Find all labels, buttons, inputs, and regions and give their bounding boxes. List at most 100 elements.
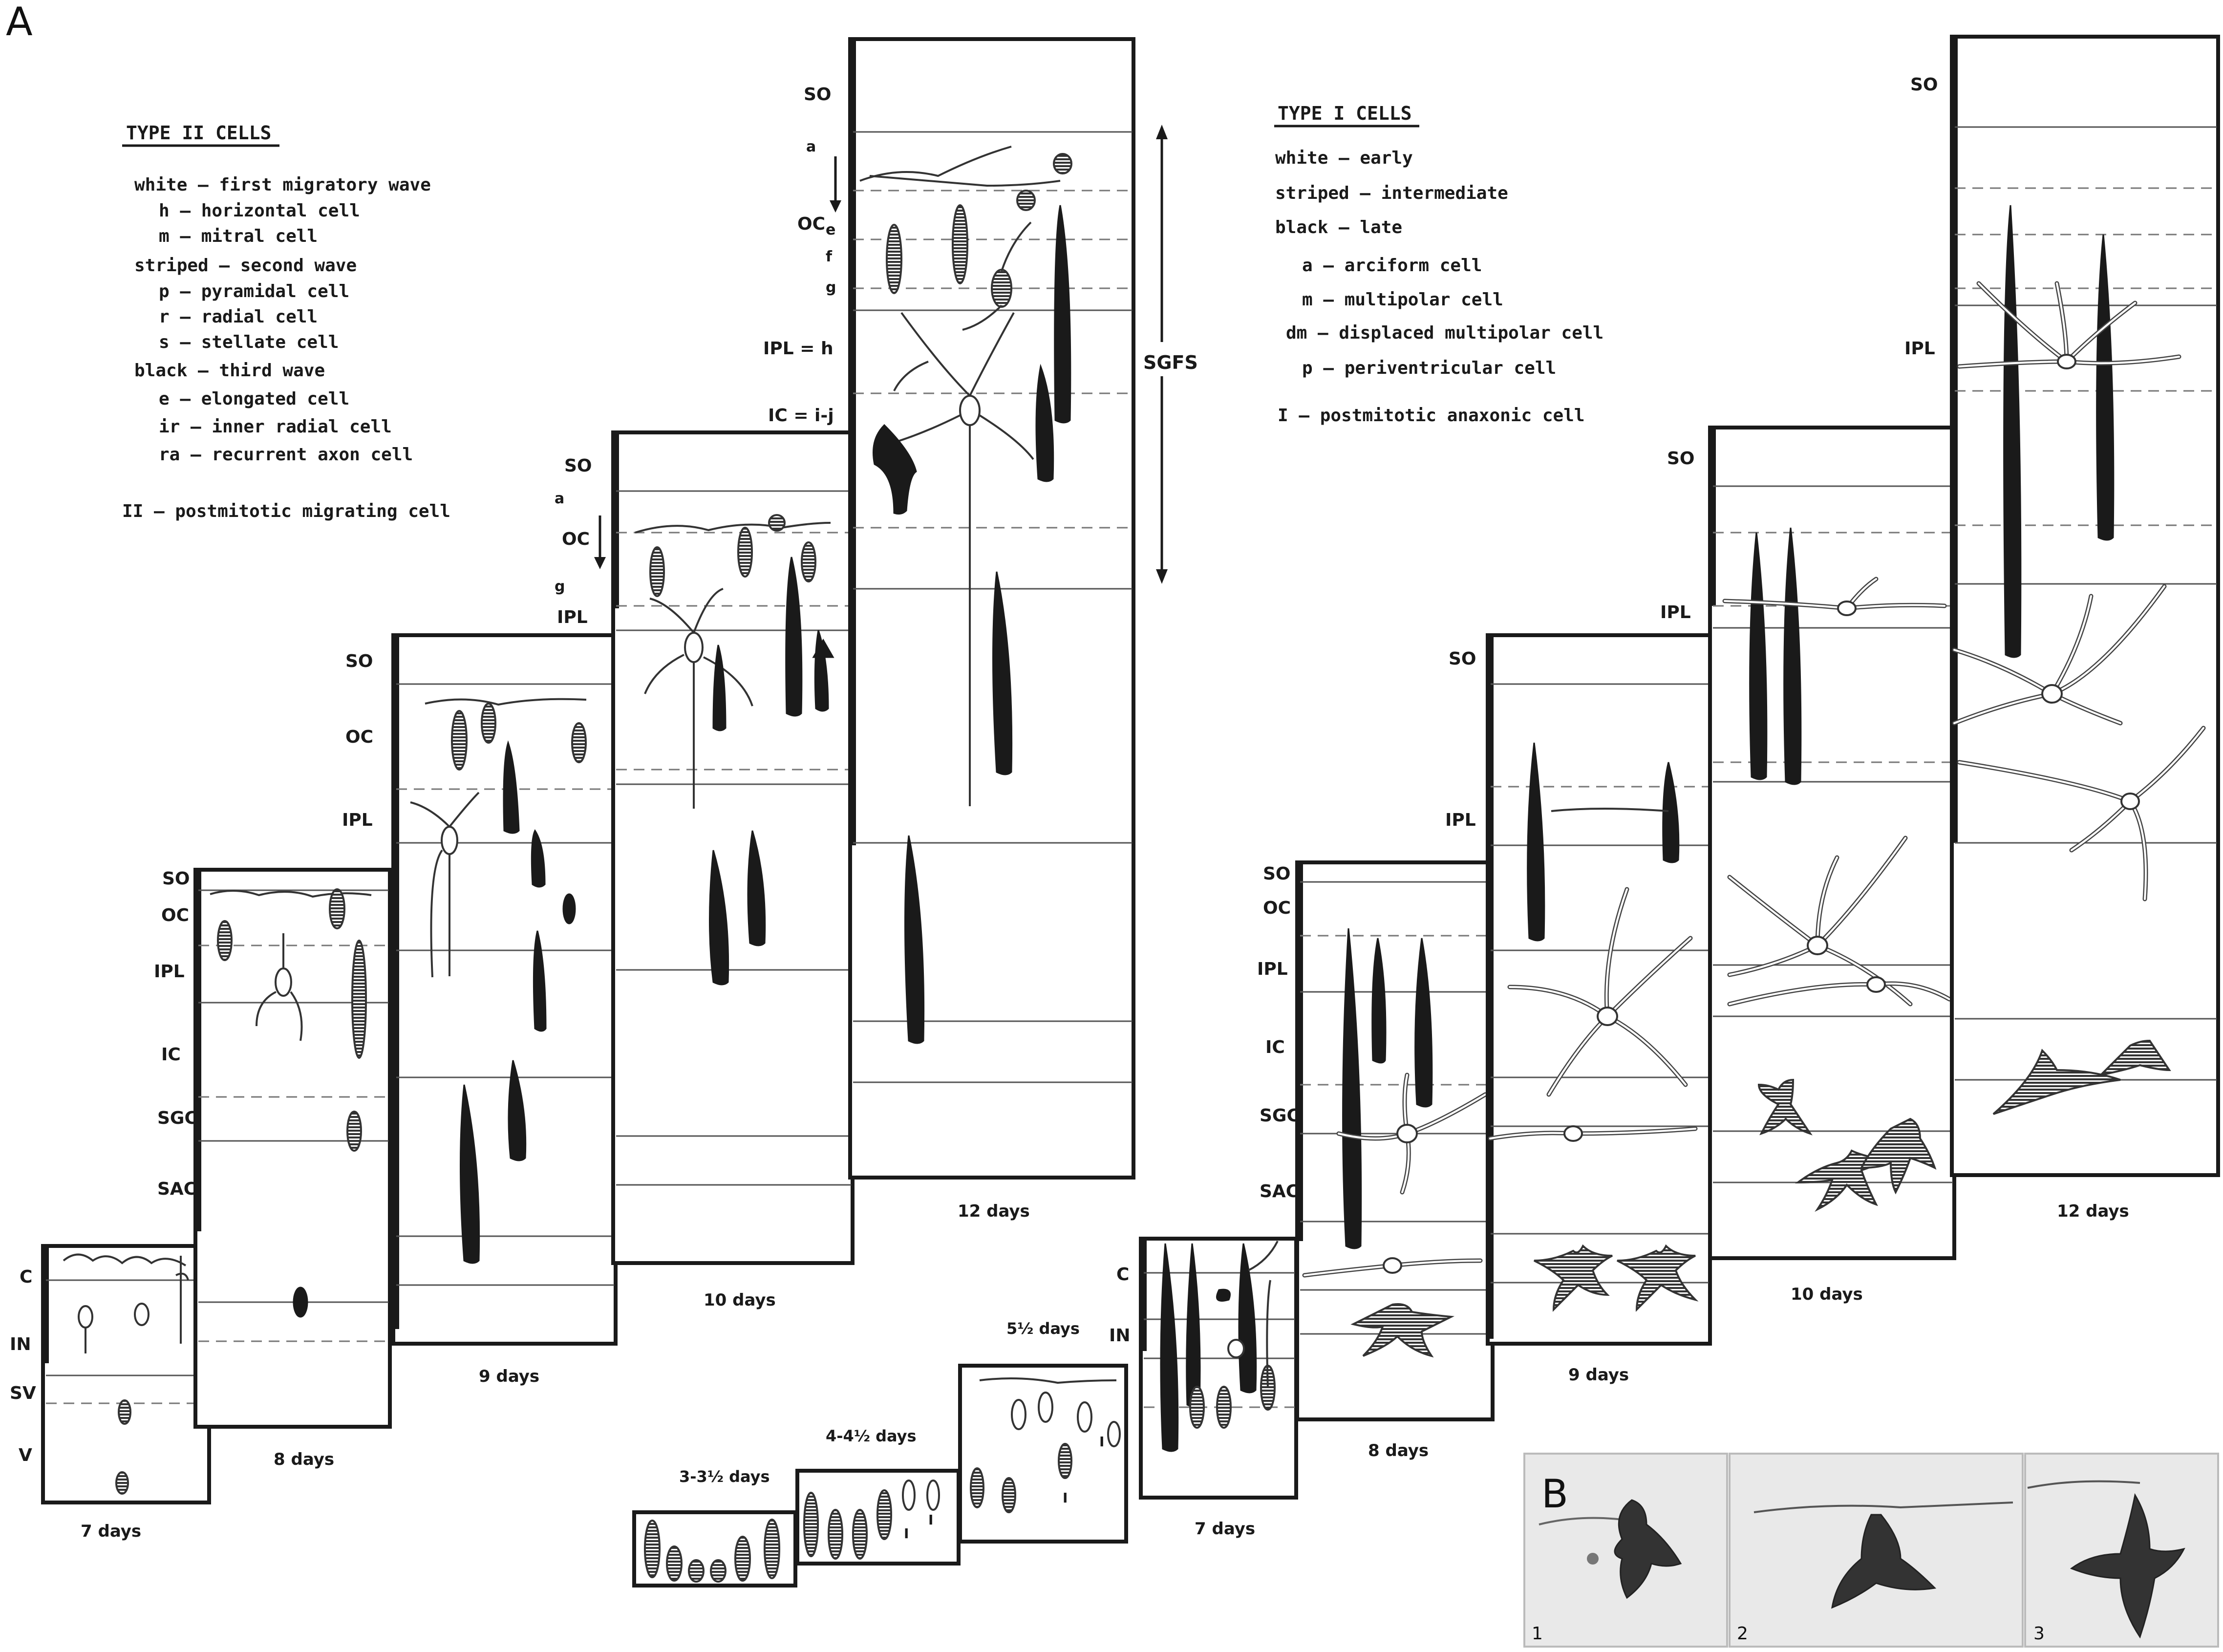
type1-legend: TYPE I CELLS white — early striped — int… (1274, 103, 1603, 426)
layer-label: OC (1263, 898, 1291, 918)
day-label: 7 days (1195, 1519, 1255, 1539)
layer-label: SAC (157, 1179, 196, 1199)
legend-line: m — multipolar cell (1302, 290, 1503, 310)
day-label: 12 days (958, 1201, 1030, 1221)
legend-line: dm — displaced multipolar cell (1286, 323, 1603, 343)
day-label: 7 days (81, 1522, 141, 1541)
multipolar-cell (1727, 976, 1952, 1007)
layer-label: OC (562, 529, 590, 549)
layer-label: IN (10, 1334, 31, 1354)
layer-label: SGC (157, 1108, 197, 1128)
displaced-multipolar-cell (1722, 577, 1947, 616)
svg-text:I: I (928, 1512, 933, 1528)
micrograph-1: 1 (1523, 1453, 1728, 1648)
multipolar-cell (1302, 1257, 1483, 1278)
early-box-4days: I I (795, 1469, 961, 1566)
legend-line: r — radial cell (159, 307, 318, 327)
panel-label-a: A (6, 0, 33, 44)
layer-label: C (1116, 1265, 1129, 1285)
layer-label: IPL (342, 810, 373, 830)
multipolar-cell (1336, 1073, 1488, 1195)
layer-label: IPL (1257, 959, 1288, 979)
layer-label: C (20, 1267, 32, 1287)
legend-line: h — horizontal cell (159, 201, 360, 221)
sublayer-letter: f (826, 248, 833, 265)
early-box-5days: I I (958, 1364, 1128, 1544)
multipolar-cell (1957, 726, 2206, 901)
legend-line: p — pyramidal cell (159, 281, 349, 301)
layer-label: OC (161, 905, 189, 925)
svg-text:I: I (904, 1525, 909, 1542)
layer-label: IPL (154, 962, 185, 982)
layer-label: IPL (1904, 339, 1935, 359)
legend-footnote: I — postmitotic anaxonic cell (1278, 406, 1585, 426)
panel-label-b: B (1541, 1471, 1568, 1517)
type1-box-9days: SO IPL (1445, 633, 1712, 1346)
layer-label: IC (161, 1045, 181, 1065)
legend-line: ra — recurrent axon cell (159, 445, 413, 465)
day-label: 9 days (1568, 1365, 1629, 1385)
type1-legend-title: TYPE I CELLS (1278, 103, 1412, 124)
day-label: 3-3½ days (679, 1467, 770, 1486)
type2-legend-title: TYPE II CELLS (126, 122, 271, 144)
type2-box-9days: SO OC IPL (342, 633, 618, 1346)
micrograph-2: 2 (1729, 1453, 2024, 1648)
day-label: 10 days (704, 1290, 776, 1310)
type1-box-8days: SO OC IPL IC SGC SAC (1257, 860, 1495, 1421)
layer-label: IN (1109, 1326, 1131, 1346)
day-label: 8 days (1368, 1441, 1429, 1460)
type2-legend: TYPE II CELLS white — first migratory wa… (122, 122, 450, 521)
legend-line: striped — intermediate (1275, 183, 1508, 203)
day-label: 5½ days (1006, 1319, 1080, 1338)
legend-line: white — first migratory wave (134, 175, 431, 195)
layer-label: SAC (1260, 1181, 1299, 1201)
layer-label: SO (162, 869, 190, 889)
layer-label: IC = i-j (768, 406, 834, 426)
sublayer-letter: a (555, 490, 564, 507)
legend-line: e — elongated cell (159, 389, 349, 409)
layer-label: SO (1667, 449, 1695, 469)
micrograph-number: 2 (1737, 1624, 1748, 1644)
sublayer-letter: a (806, 138, 816, 155)
day-label: 10 days (1791, 1285, 1863, 1304)
layer-label: SO (1449, 649, 1476, 669)
svg-text:I: I (1099, 1434, 1104, 1450)
sgfs-label: SGFS (1143, 352, 1198, 373)
legend-footnote: II — postmitotic migrating cell (122, 501, 450, 521)
sublayer-letter: g (826, 279, 836, 296)
legend-line: p — periventricular cell (1302, 358, 1556, 378)
legend-line: striped — second wave (134, 256, 357, 276)
layer-label: SO (345, 651, 373, 671)
svg-text:I: I (1063, 1490, 1068, 1506)
layer-label: SO (1910, 75, 1938, 95)
day-label: 9 days (479, 1367, 539, 1386)
sgfs-arrow: SGFS (1141, 125, 1198, 584)
legend-line: white — early (1275, 148, 1413, 168)
legend-line: ir — inner radial cell (159, 417, 392, 437)
layer-label: OC (345, 727, 373, 747)
layer-label: OC (797, 214, 825, 234)
layer-label: V (19, 1445, 32, 1465)
type2-box-12days: SO a OC e f g IPL = h IC = i-j (763, 37, 1135, 1180)
type1-box-7days: C IN (1109, 1237, 1298, 1500)
layer-label: IC (1265, 1037, 1285, 1057)
micrograph-number: 1 (1532, 1624, 1543, 1644)
layer-label: IPL = h (763, 339, 834, 359)
legend-line: black — late (1275, 217, 1402, 237)
layer-label: SO (1263, 864, 1291, 884)
legend-line: a — arciform cell (1302, 256, 1482, 276)
day-label: 12 days (2057, 1201, 2129, 1221)
sublayer-letter: g (555, 578, 565, 595)
micrograph-number: 3 (2033, 1624, 2045, 1644)
legend-line: black — third wave (134, 361, 325, 381)
type2-box-8days: SO OC IPL IC SGC SAC (154, 868, 392, 1429)
panel-b-photos: 1 2 3 B (1523, 1453, 2219, 1648)
type2-box-10days: SO a OC g IPL (555, 430, 855, 1265)
sublayer-letter: e (826, 221, 835, 238)
displaced-multipolar-cell (1957, 281, 2181, 369)
type1-box-12days: SO IPL (1904, 35, 2220, 1177)
type1-box-10days: SO IPL (1660, 426, 1956, 1260)
type2-box-7days: C IN SV V (10, 1244, 211, 1504)
day-label: 8 days (274, 1450, 334, 1469)
multipolar-cell (1727, 836, 1913, 1007)
